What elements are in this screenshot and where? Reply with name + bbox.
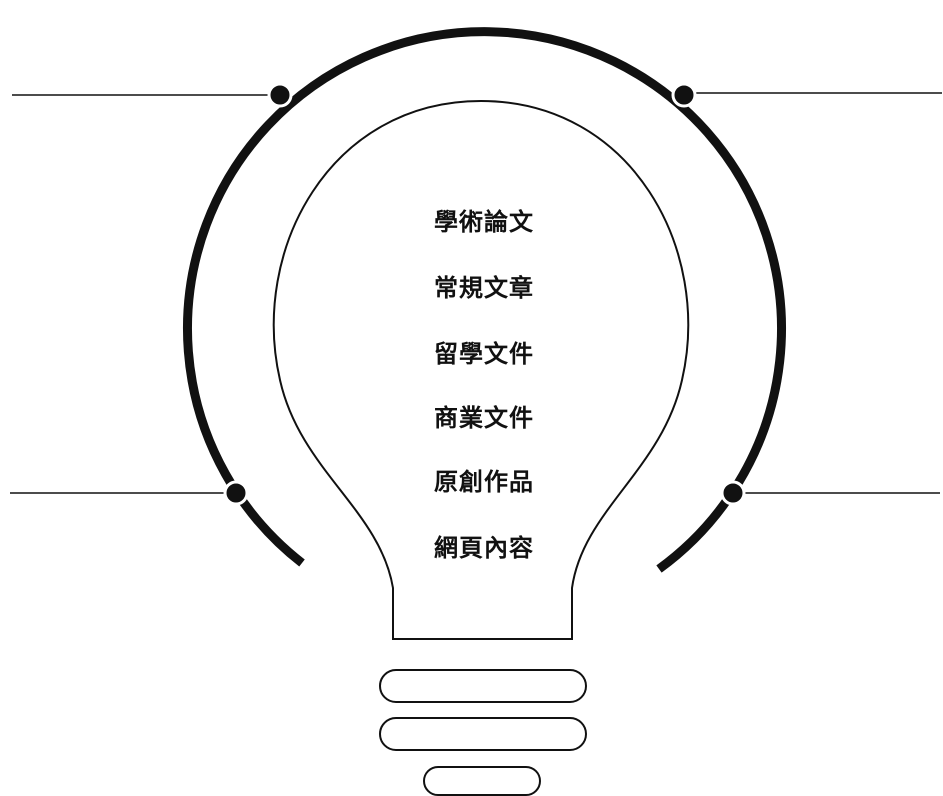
bulb-glass-outline <box>272 99 690 640</box>
bulb-label-business-documents: 商業文件 <box>434 404 534 432</box>
connector-dot-bottom-right <box>720 480 746 506</box>
bulb-base-tip <box>423 766 541 796</box>
connector-dot-top-left <box>267 82 293 108</box>
connector-dot-bottom-left <box>223 480 249 506</box>
bulb-label-web-content: 網頁內容 <box>434 534 534 562</box>
bulb-label-study-abroad-documents: 留學文件 <box>434 340 534 368</box>
bulb-label-original-works: 原創作品 <box>434 468 534 496</box>
outer-ring-arc <box>182 27 786 573</box>
bulb-label-academic-papers: 學術論文 <box>434 208 534 236</box>
connector-dot-top-right <box>671 82 697 108</box>
bulb-base-band-2 <box>379 717 587 751</box>
bulb-label-general-articles: 常規文章 <box>434 274 534 302</box>
bulb-base-band-1 <box>379 669 587 703</box>
